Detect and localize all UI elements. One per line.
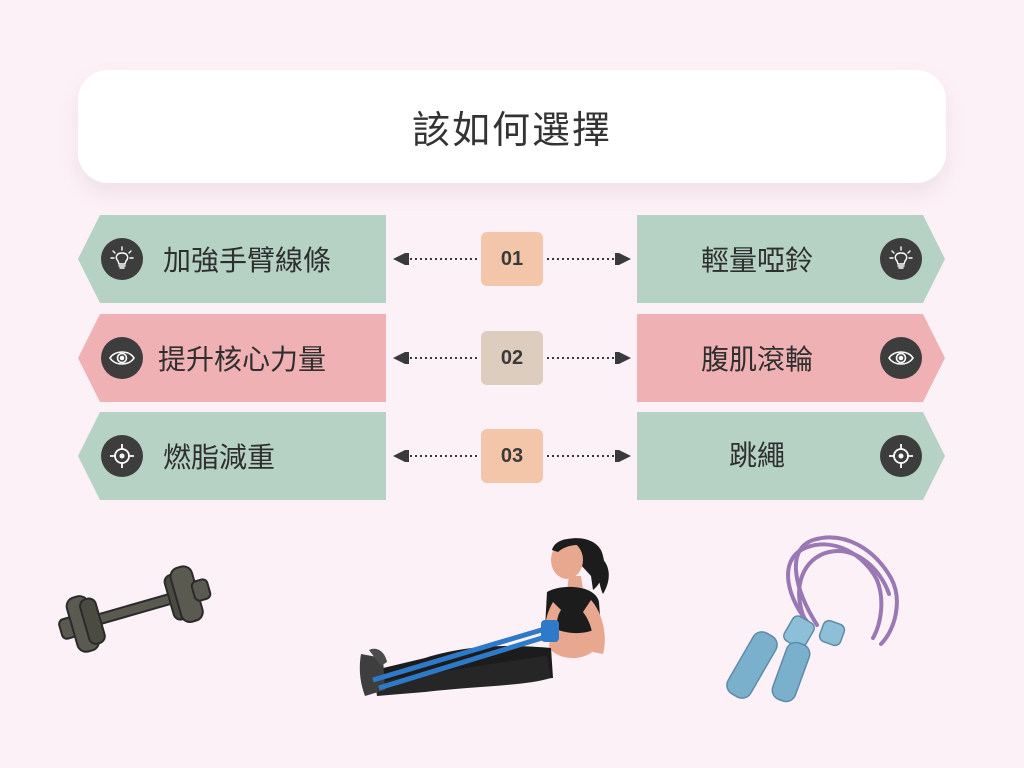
lightbulb-icon	[101, 238, 143, 280]
goal-label: 提升核心力量	[158, 343, 327, 376]
eye-icon	[880, 337, 922, 379]
dumbbell-illustration	[58, 565, 212, 653]
page-title: 該如何選擇	[411, 108, 612, 152]
row-number-badge: 01	[481, 232, 543, 286]
goal-label: 加強手臂線條	[163, 244, 332, 277]
goal-tag-arm: 加強手臂線條	[78, 215, 386, 303]
connector-right-arrow	[547, 253, 631, 265]
row-number-badge: 02	[481, 331, 543, 385]
woman-resistance-band-illustration	[359, 538, 609, 696]
comparison-row-1: 加強手臂線條 01 輕量啞鈴	[0, 215, 1024, 303]
target-icon	[101, 435, 143, 477]
lightbulb-icon	[880, 238, 922, 280]
goal-tag-fat-burn: 燃脂減重	[78, 412, 386, 500]
jump-rope-illustration	[726, 535, 899, 703]
equipment-tag-dumbbell: 輕量啞鈴	[637, 215, 945, 303]
goal-tag-core: 提升核心力量	[78, 314, 386, 402]
title-card: 該如何選擇	[78, 70, 946, 183]
connector-left-arrow	[393, 450, 479, 462]
eye-icon	[101, 337, 143, 379]
equipment-label: 輕量啞鈴	[700, 244, 813, 277]
equipment-tag-ab-roller: 腹肌滾輪	[637, 314, 945, 402]
goal-label: 燃脂減重	[163, 441, 276, 474]
connector-right-arrow	[547, 450, 631, 462]
comparison-row-2: 提升核心力量 02 腹肌滾輪	[0, 314, 1024, 402]
row-number-badge: 03	[481, 429, 543, 483]
target-icon	[880, 435, 922, 477]
connector-left-arrow	[393, 253, 479, 265]
connector-left-arrow	[393, 352, 479, 364]
equipment-label: 腹肌滾輪	[700, 343, 813, 376]
equipment-label: 跳繩	[728, 439, 785, 472]
connector-right-arrow	[547, 352, 631, 364]
comparison-row-3: 燃脂減重 03 跳繩	[0, 412, 1024, 500]
equipment-tag-jump-rope: 跳繩	[637, 412, 945, 500]
